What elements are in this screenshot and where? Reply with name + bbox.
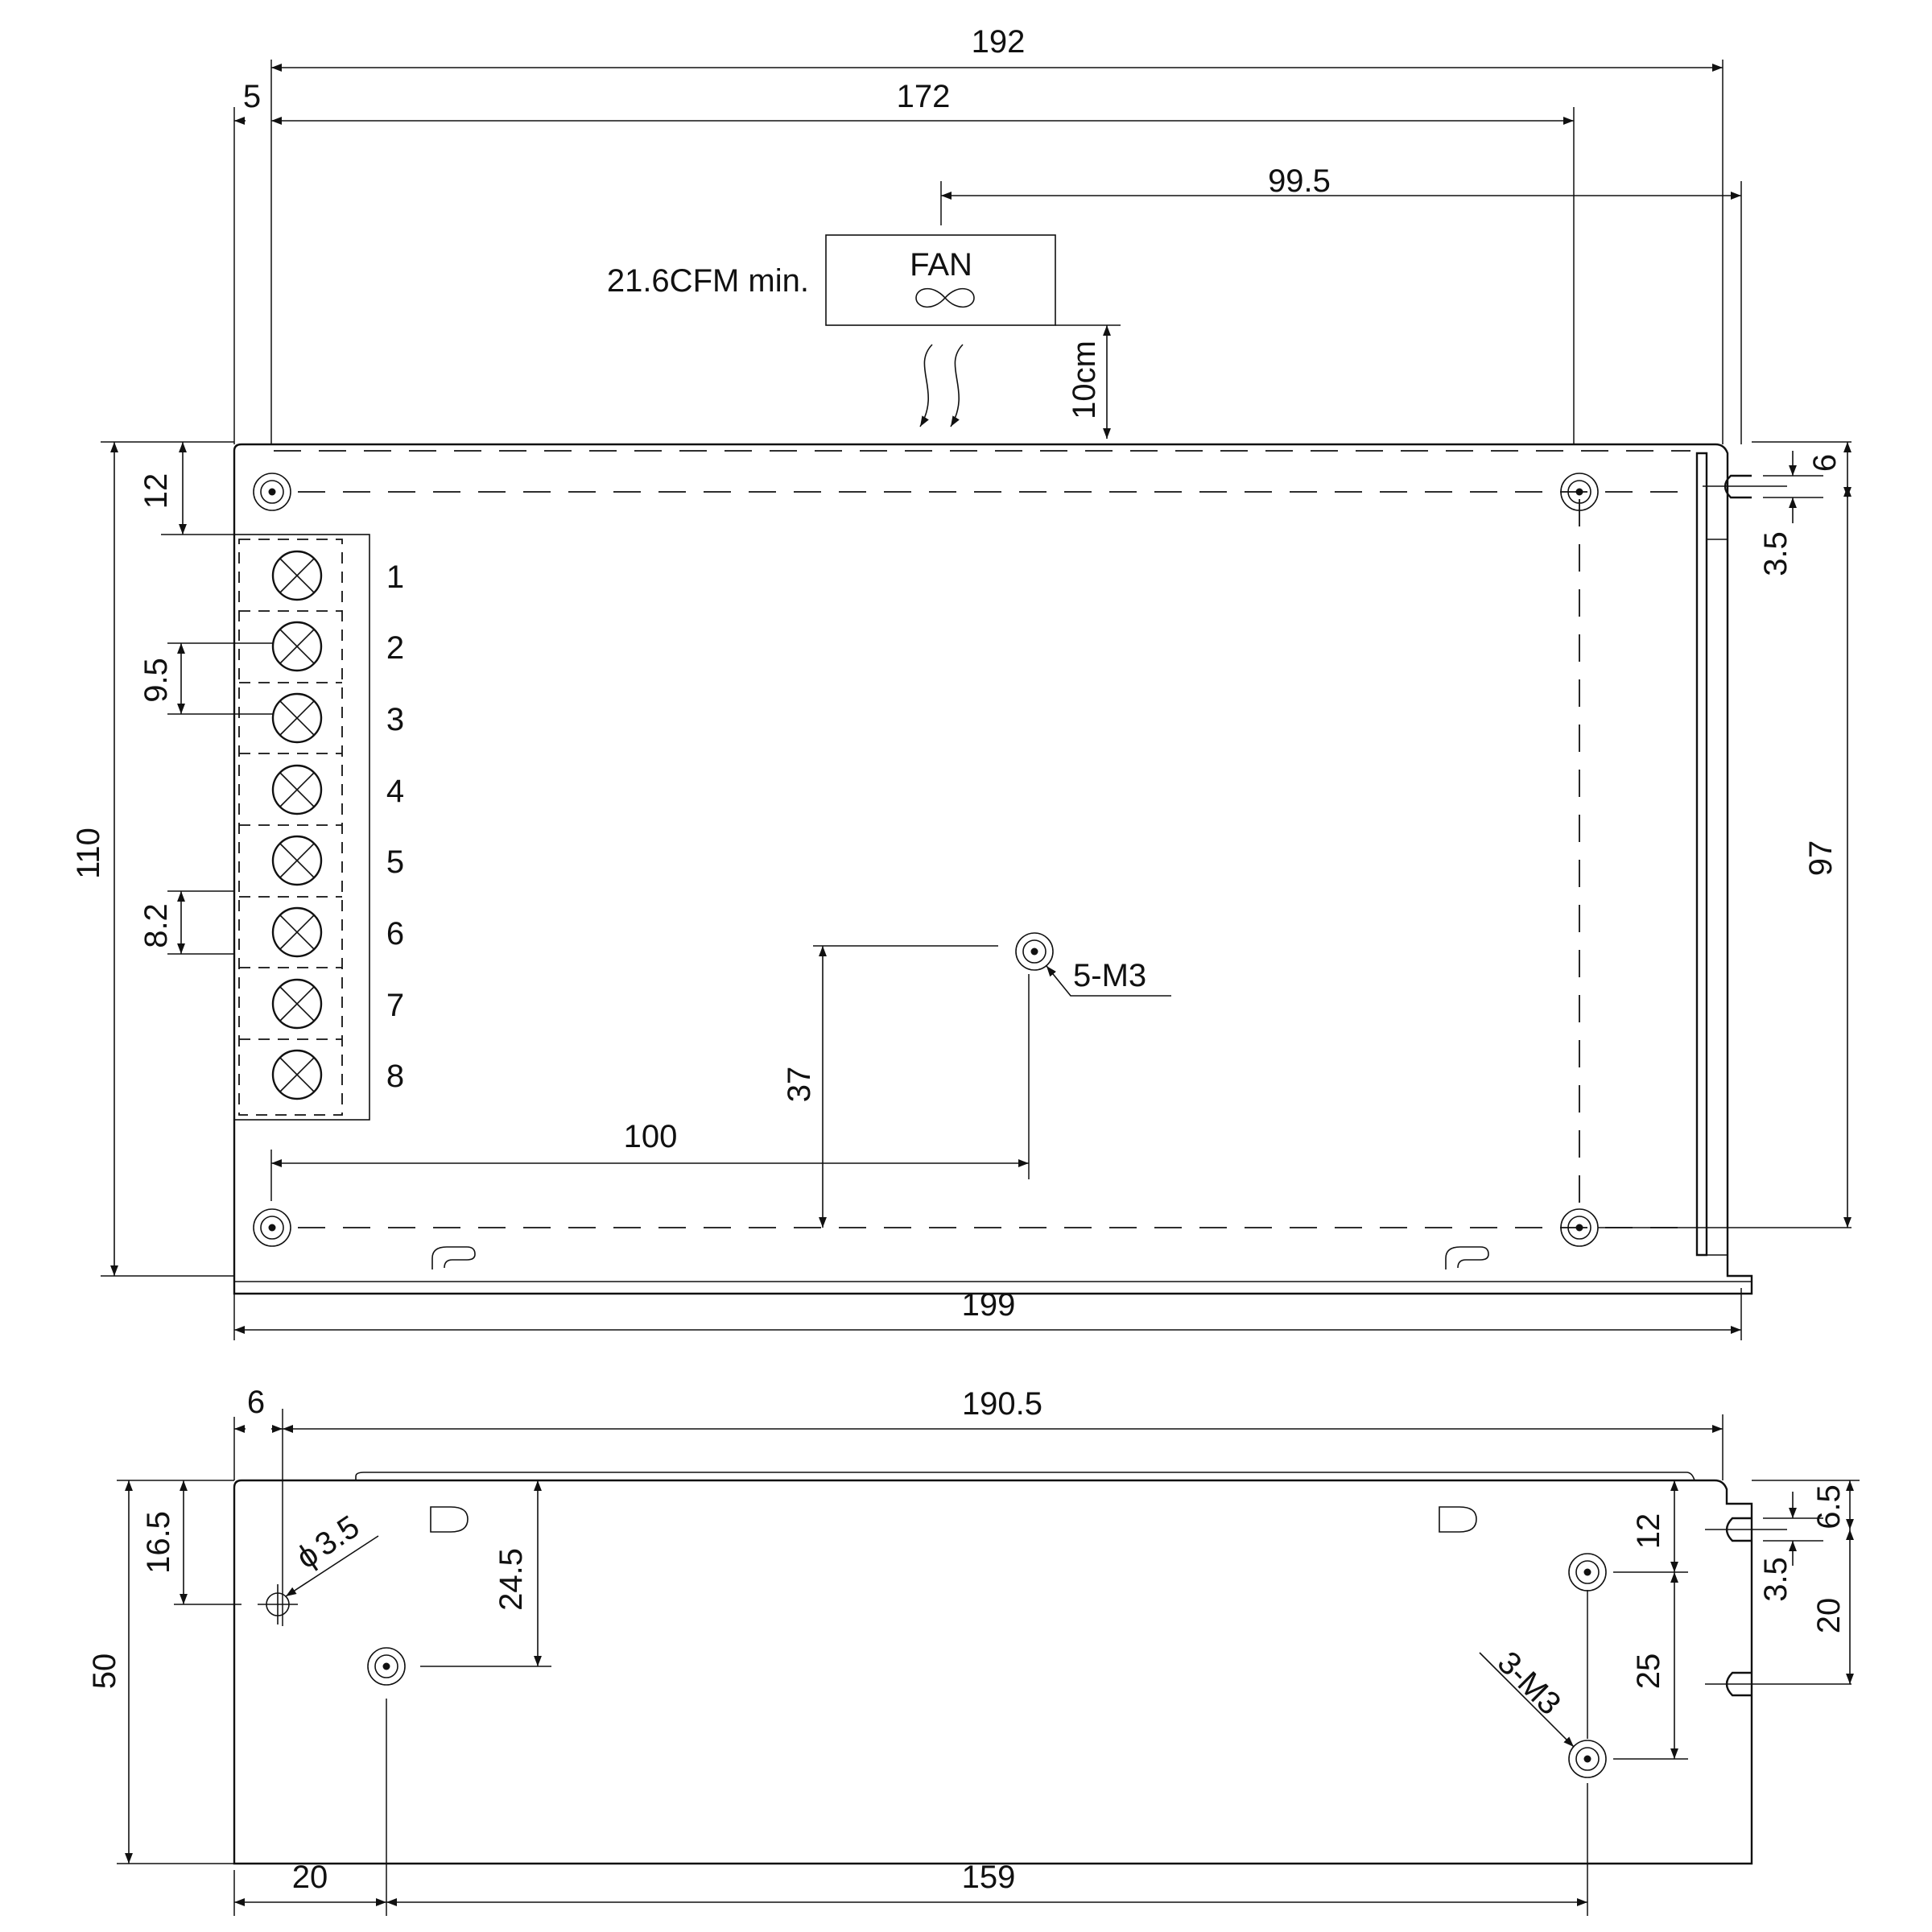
terminal-number: 3 [386,702,404,737]
side-view-tab-right [1439,1506,1477,1533]
dimension-label: 20 [292,1860,328,1895]
side-view-outline [233,1479,1753,1865]
terminal-7-icon [271,978,323,1030]
dimension-label: 159 [962,1860,1016,1895]
terminal-number: 1 [386,559,404,595]
terminal-4-icon [271,764,323,815]
top-view: 1 2 3 4 5 6 7 8 FAN 21.6CFM min. 192 172… [71,24,1852,1340]
terminal-number: 4 [386,774,404,809]
terminal-number: 7 [386,988,404,1023]
fan-icon [915,287,975,308]
dimension-label: 99.5 [1268,163,1331,199]
dimension-label: 10cm [1067,341,1102,419]
dimension-label: 20 [1811,1598,1847,1634]
dimension-label: 24.5 [493,1548,529,1611]
dimension-label: 16.5 [141,1511,176,1574]
dimension-label: 25 [1631,1653,1666,1690]
airflow-arrow-icon [919,344,933,427]
side-right-bottom-screw-icon [1568,1740,1607,1778]
fan-label: FAN [910,247,972,283]
terminal-6-icon [271,906,323,958]
dimension-label: 6 [1807,454,1843,472]
side-view-top-rail [355,1472,1695,1481]
side-view-tab-left [430,1506,469,1533]
terminal-number: 6 [386,916,404,952]
dimension-label: 5 [243,79,261,114]
dimension-label: 37 [782,1067,817,1103]
bottom-hook-left [431,1246,476,1269]
dimension-label: 97 [1803,840,1839,877]
side-left-screw-icon [367,1647,406,1686]
top-left-screw-icon [253,473,291,511]
side-right-top-screw-icon [1568,1553,1607,1591]
terminal-number: 2 [386,630,404,666]
airflow-arrow-icon [950,344,964,427]
hole-callout: 3-M3 [1491,1645,1568,1722]
dimension-label: 3.5 [1758,1557,1794,1602]
dimension-label: 9.5 [138,658,174,703]
top-view-outline [233,443,1753,1295]
dimension-label: 110 [71,828,106,879]
bottom-hook-right [1445,1246,1489,1269]
center-screw-icon [1015,932,1054,971]
side-view: 6 190.5 50 16.5 ϕ 3.5 24.5 20 159 [87,1385,1860,1916]
terminal-block [233,534,370,1121]
terminal-3-icon [271,692,323,744]
dimension-label: 50 [87,1653,122,1690]
dimension-label: 192 [972,24,1026,60]
dimension-label: 12 [1631,1513,1666,1550]
airflow-label: 21.6CFM min. [607,263,809,299]
terminal-number: 5 [386,844,404,880]
dimension-label: 12 [138,473,174,510]
terminal-5-icon [271,835,323,886]
dimension-label: 6 [247,1385,265,1420]
terminal-number: 8 [386,1059,404,1094]
terminal-2-icon [271,621,323,672]
terminal-8-icon [271,1049,323,1100]
dia-3-5-hole-icon [258,1584,298,1624]
dimension-label: 190.5 [962,1386,1042,1422]
dimension-label: 172 [897,79,951,114]
terminal-1-icon [271,550,323,601]
dimension-label: 3.5 [1758,531,1794,576]
hole-callout: 5-M3 [1073,958,1146,993]
dimension-label: 8.2 [138,903,174,948]
bottom-left-screw-icon [253,1208,291,1247]
dimension-label: 199 [962,1287,1016,1323]
dimension-label: 100 [624,1119,678,1154]
dimension-label: 6.5 [1811,1484,1847,1530]
right-flange [1695,452,1708,1257]
fan-box [825,234,1056,326]
